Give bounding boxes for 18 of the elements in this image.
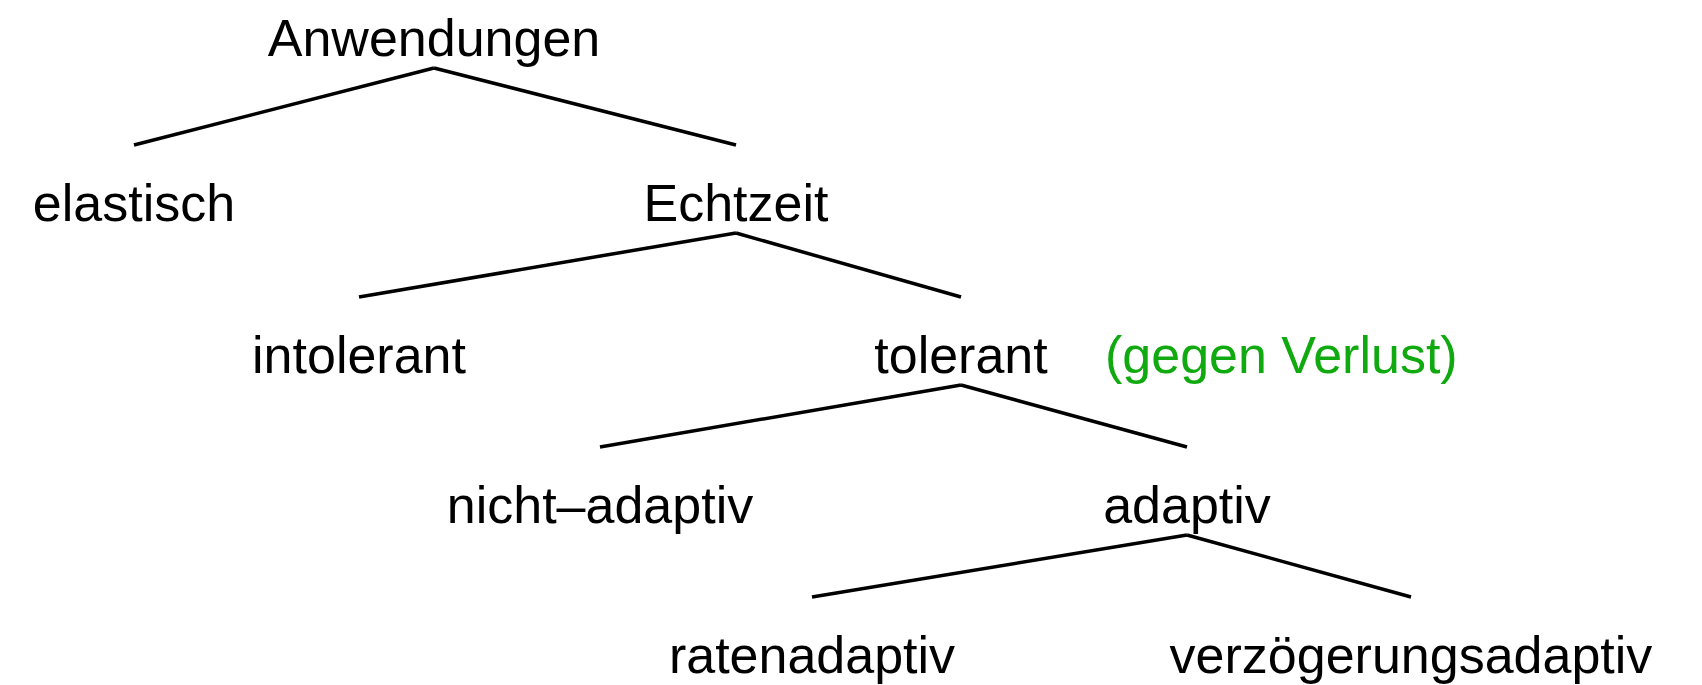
node-label: ratenadaptiv bbox=[668, 625, 956, 685]
node-label: adaptiv bbox=[1103, 475, 1271, 535]
node-label: intolerant bbox=[252, 325, 466, 385]
node-label: nicht–adaptiv bbox=[446, 475, 754, 535]
connector-line bbox=[433, 66, 737, 147]
node-label: tolerant bbox=[874, 325, 1048, 385]
node-label: Echtzeit bbox=[643, 173, 829, 233]
connector-line bbox=[599, 383, 962, 449]
node-label: Anwendungen bbox=[267, 8, 601, 68]
node-label: verzögerungsadaptiv bbox=[1169, 625, 1653, 685]
node-label: elastisch bbox=[32, 173, 236, 233]
connector-line bbox=[735, 231, 962, 299]
connector-line bbox=[811, 533, 1188, 599]
connector-line bbox=[1186, 533, 1412, 599]
annotation-text: (gegen Verlust) bbox=[1105, 325, 1458, 385]
connector-line bbox=[358, 231, 737, 299]
connector-line bbox=[133, 66, 435, 147]
connector-line bbox=[960, 383, 1188, 449]
